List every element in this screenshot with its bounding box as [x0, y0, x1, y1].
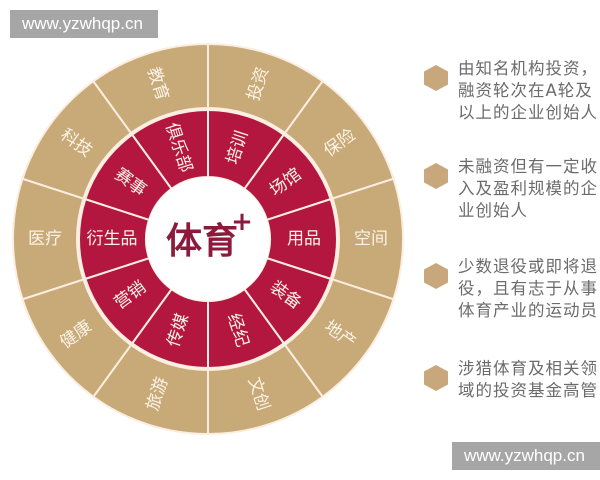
center-plus-sign: + — [231, 207, 253, 237]
outer-ring-segment: 地产 — [283, 278, 395, 399]
watermark-bottom: www.yzwhqp.cn — [452, 442, 600, 470]
hexagon-icon — [424, 263, 448, 289]
legend-text: 由知名机构投资，融资轮次在A轮及以上的企业创始人 — [458, 59, 598, 122]
hexagon-icon — [424, 365, 448, 391]
legend-text: 少数退役或即将退役，且有志于从事体育产业的运动员 — [458, 257, 598, 320]
inner-ring-label: 衍生品 — [87, 229, 138, 249]
watermark-top: www.yzwhqp.cn — [10, 10, 158, 38]
hexagon-icon — [424, 163, 448, 189]
outer-ring-label: 医疗 — [28, 229, 62, 249]
outer-ring-segment: 医疗 — [12, 177, 85, 301]
legend-text: 涉猎体育及相关领域的投资基金高管 — [458, 359, 598, 400]
center-circle: 体育 + — [146, 177, 270, 301]
center-title: 体育 — [166, 221, 238, 262]
hexagon-icon — [424, 65, 448, 91]
outer-ring-segment: 保险 — [283, 79, 395, 200]
outer-ring-label: 空间 — [354, 229, 388, 249]
outer-ring-segment: 空间 — [331, 177, 404, 301]
outer-ring-segment: 文创 — [207, 343, 325, 436]
outer-ring-segment: 健康 — [21, 278, 133, 399]
inner-ring-label: 用品 — [287, 229, 321, 249]
inner-ring-segment: 培训 — [207, 108, 286, 191]
outer-ring-segment: 投资 — [207, 42, 325, 135]
outer-ring-segment: 教育 — [91, 42, 209, 135]
legend-text: 未融资但有一定收入及盈利规模的企业创始人 — [458, 157, 598, 220]
